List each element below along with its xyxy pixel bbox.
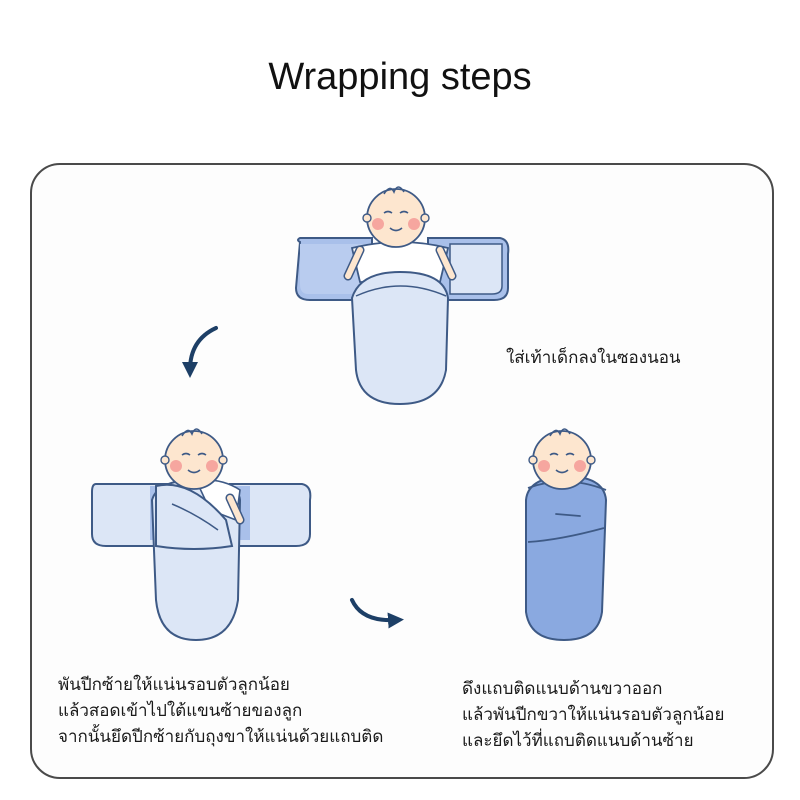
step1-caption: ใส่เท้าเด็กลงในซองนอน — [506, 345, 681, 371]
step3-caption: ดึงแถบติดแนบด้านขวาออก แล้วพันปีกขวาให้แ… — [462, 676, 724, 754]
step1-illustration — [294, 186, 510, 406]
left-wing — [91, 483, 169, 547]
baby-face-icon — [160, 428, 228, 490]
step2-caption-line: พันปีกซ้ายให้แน่นรอบตัวลูกน้อย — [58, 675, 290, 695]
page-title: Wrapping steps — [268, 56, 532, 98]
step3-caption-line: ดึงแถบติดแนบด้านขวาออก — [462, 679, 663, 699]
step3-caption-line: แล้วพันปีกขวาให้แน่นรอบตัวลูกน้อย — [462, 705, 725, 725]
wrapped-body — [525, 474, 608, 642]
curved-arrow-icon — [350, 598, 404, 629]
right-wing — [229, 483, 312, 547]
baby-face-icon — [528, 428, 596, 490]
curved-arrow-icon — [182, 326, 218, 378]
step3-caption-line: และยึดไว้ที่แถบติดแนบด้านซ้าย — [462, 731, 694, 751]
step2-caption-line: แล้วสอดเข้าไปใต้แขนซ้ายของลูก — [58, 701, 303, 721]
step2-illustration — [91, 428, 312, 642]
leg-pouch — [350, 270, 450, 406]
step2-caption-line: จากนั้นยึดปีกซ้ายกับถุงขาให้แน่นด้วยแถบต… — [58, 727, 384, 747]
step3-illustration — [525, 428, 608, 642]
step1-caption-line: ใส่เท้าเด็กลงในซองนอน — [506, 348, 681, 368]
step2-caption: พันปีกซ้ายให้แน่นรอบตัวลูกน้อย แล้วสอดเข… — [58, 672, 383, 750]
baby-face-icon — [362, 186, 430, 248]
